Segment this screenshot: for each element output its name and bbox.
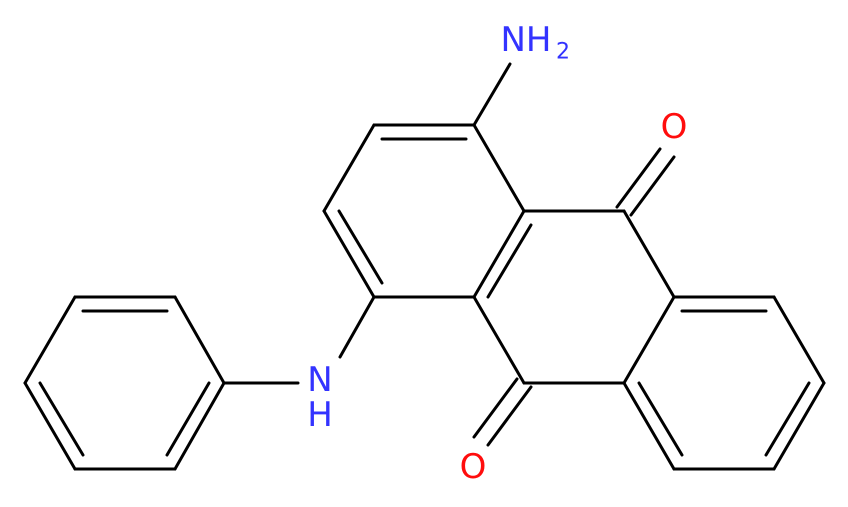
atom-labels: NH 2 O O N H [307, 20, 687, 487]
carbonyl-top-bond [629, 155, 676, 217]
phenyl-double-bond [38, 381, 85, 457]
amino-bond [472, 62, 512, 127]
ring-a-bond [472, 209, 526, 299]
ring-c-double-bond [637, 381, 684, 457]
carbonyl-top-bond [615, 147, 662, 209]
amino-subscript: 2 [556, 40, 570, 65]
ring-c-bond [622, 381, 676, 471]
n-ring-bond [338, 295, 376, 359]
phenyl-double-bond [165, 381, 211, 457]
ring-c-bond [772, 381, 826, 471]
carbonyl-o-top-label: O [661, 107, 688, 147]
amino-n-label: NH [501, 20, 552, 60]
ring-a-double-bond [486, 223, 533, 299]
ring-a-double-bond [337, 209, 384, 285]
ring-a-bond [472, 123, 526, 213]
phenyl-bond [173, 295, 226, 385]
anilino-n-label: N [307, 360, 332, 400]
ring-c-double-bond [764, 381, 811, 457]
ring-a-bond [322, 209, 376, 299]
central-bond [622, 209, 676, 299]
central-bond [472, 295, 526, 385]
anilino-h-label: H [307, 395, 333, 435]
phenyl-bond [23, 381, 77, 471]
phenyl-bond [173, 381, 226, 471]
carbonyl-bottom-bond [472, 377, 519, 439]
carbonyl-o-bottom-label: O [460, 447, 487, 487]
ring-a-bond [322, 123, 376, 213]
carbonyl-bottom-bond [486, 385, 533, 447]
ring-c-bond [772, 295, 826, 385]
central-bond [622, 295, 676, 385]
bonds [23, 62, 826, 471]
phenyl-bond [23, 295, 77, 385]
